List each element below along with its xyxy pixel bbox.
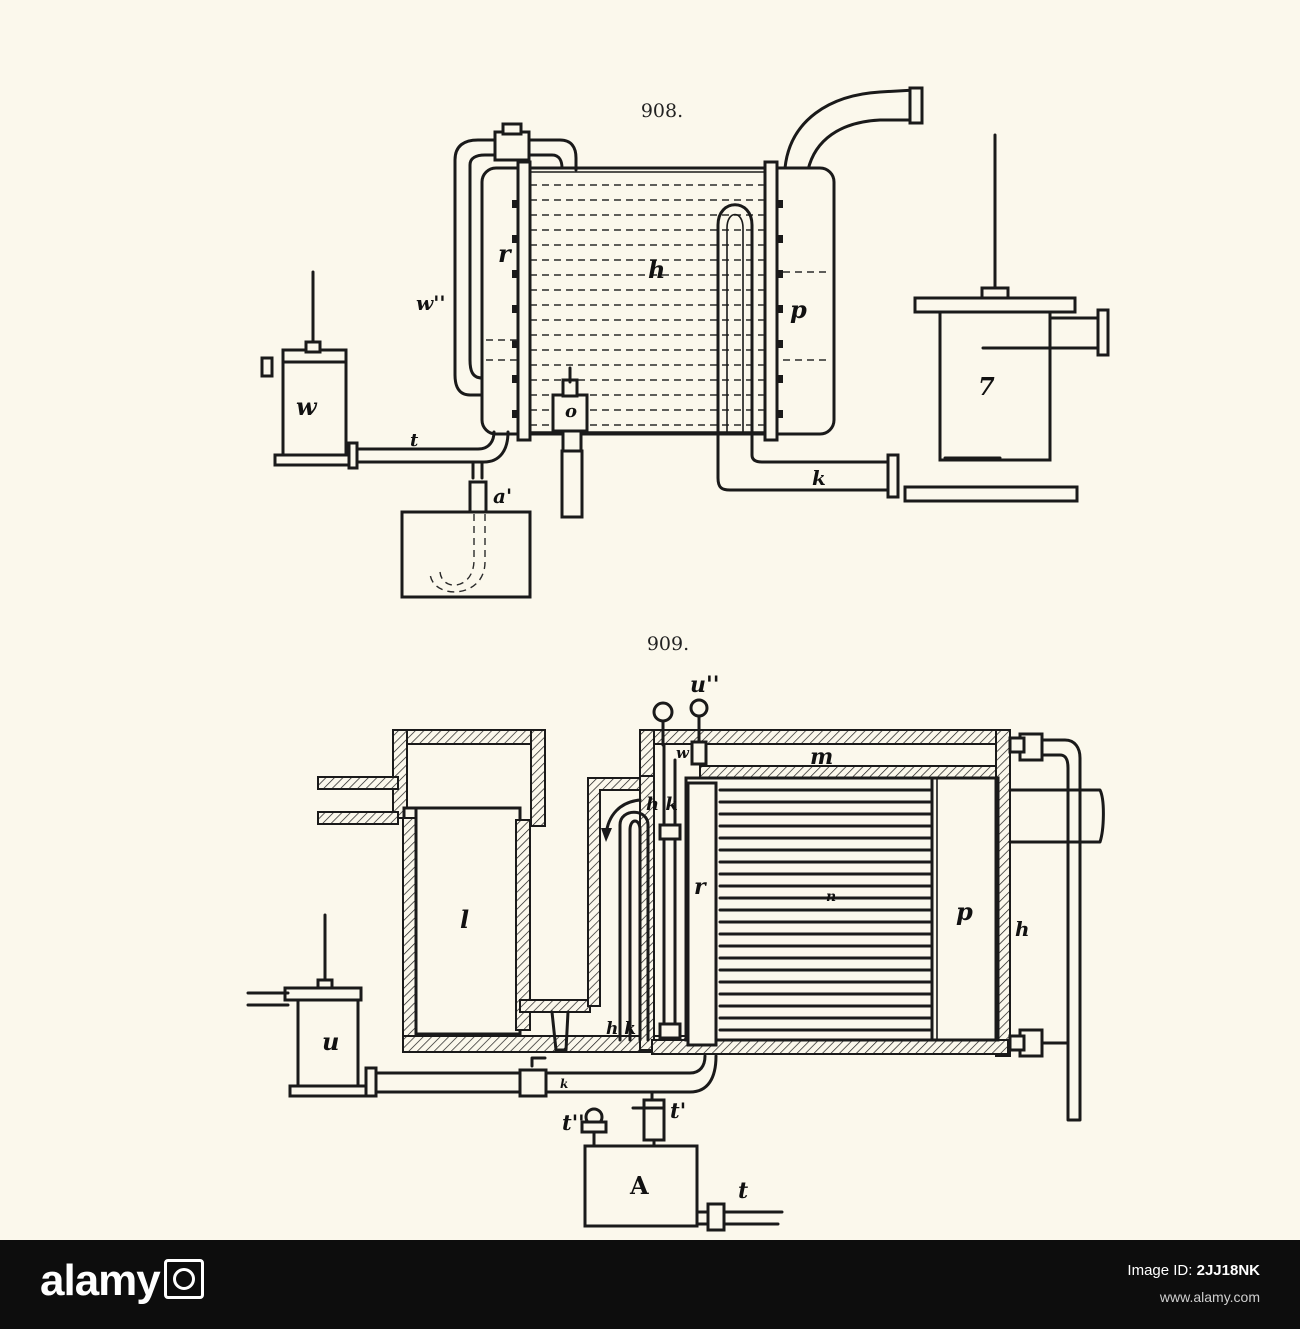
label-p: p xyxy=(790,295,807,324)
hk-loop xyxy=(618,810,650,1042)
top-valve xyxy=(493,130,531,162)
stock-footer-bar: alamy Image ID: 2JJ18NK www.alamy.com xyxy=(0,1240,1300,1329)
tube-bank-n xyxy=(718,788,932,1032)
brand-camera-icon xyxy=(163,1259,204,1299)
label-r: r xyxy=(498,239,513,268)
brand-logo[interactable]: alamy xyxy=(40,1256,204,1306)
side-pipe-w2 xyxy=(453,138,502,397)
label-t1: t' xyxy=(670,1098,686,1123)
tank-A xyxy=(583,1144,699,1228)
label-n: n xyxy=(826,889,836,905)
exhaust-duct xyxy=(1008,788,1105,844)
plate-bolts xyxy=(512,200,783,418)
figure-909: 909. xyxy=(246,633,1105,1232)
image-meta: Image ID: 2JJ18NK www.alamy.com xyxy=(1127,1258,1260,1310)
left-tube-plate xyxy=(516,160,532,442)
exhaust-pipe-end xyxy=(908,86,924,125)
label-r: r xyxy=(694,874,707,900)
label-w2: w'' xyxy=(416,291,445,315)
cylinder-7 xyxy=(903,133,1110,503)
label-u: u xyxy=(322,1027,339,1056)
pipe-k xyxy=(716,433,892,492)
u-tube xyxy=(716,203,754,437)
figure-number-909: 909. xyxy=(647,633,689,655)
figure-908: 908. xyxy=(260,86,1110,599)
label-hk-top: h k xyxy=(646,794,678,815)
label-w: w xyxy=(296,392,318,421)
image-id-label: Image ID: xyxy=(1127,1262,1193,1279)
site-url[interactable]: www.alamy.com xyxy=(1159,1289,1260,1305)
right-tube-plate xyxy=(763,160,779,442)
side-pipe-h xyxy=(1038,738,1082,1122)
label-a1: a' xyxy=(493,484,512,508)
label-k: k xyxy=(560,1077,568,1091)
label-k: k xyxy=(812,466,826,490)
chamber-r xyxy=(686,781,718,1047)
label-o: o xyxy=(565,401,577,422)
label-A: A xyxy=(629,1171,649,1200)
pipe-k-909 xyxy=(364,1054,718,1094)
exhaust-pipe xyxy=(783,88,917,172)
pump-w xyxy=(260,270,357,467)
label-hk-bottom: h k xyxy=(606,1019,636,1039)
image-id-value: 2JJ18NK xyxy=(1196,1262,1260,1279)
label-p: p xyxy=(956,897,973,926)
pipe-a1 xyxy=(468,480,488,514)
label-h: h xyxy=(1015,917,1030,941)
tank-908 xyxy=(400,510,532,599)
label-t2: t'' xyxy=(562,1110,585,1135)
pump-u xyxy=(246,913,368,1098)
label-u2: u'' xyxy=(690,672,719,698)
o-outlet-pipe xyxy=(560,449,584,519)
pipe-t xyxy=(353,430,510,464)
brand-wordmark: alamy xyxy=(40,1256,161,1305)
label-t: t xyxy=(738,1178,748,1204)
label-m: m xyxy=(810,744,833,770)
label-w: w xyxy=(676,744,690,762)
figure-number-908: 908. xyxy=(641,100,683,122)
engraving-plate: 908. xyxy=(0,0,1300,1240)
label-7: 7 xyxy=(978,372,995,401)
chamber-l xyxy=(317,729,704,1053)
label-h: h xyxy=(648,255,665,284)
diagram-canvas: 908. xyxy=(246,86,1110,1232)
label-l: l xyxy=(460,905,469,934)
label-t: t xyxy=(410,430,419,451)
chamber-p xyxy=(930,776,998,1042)
